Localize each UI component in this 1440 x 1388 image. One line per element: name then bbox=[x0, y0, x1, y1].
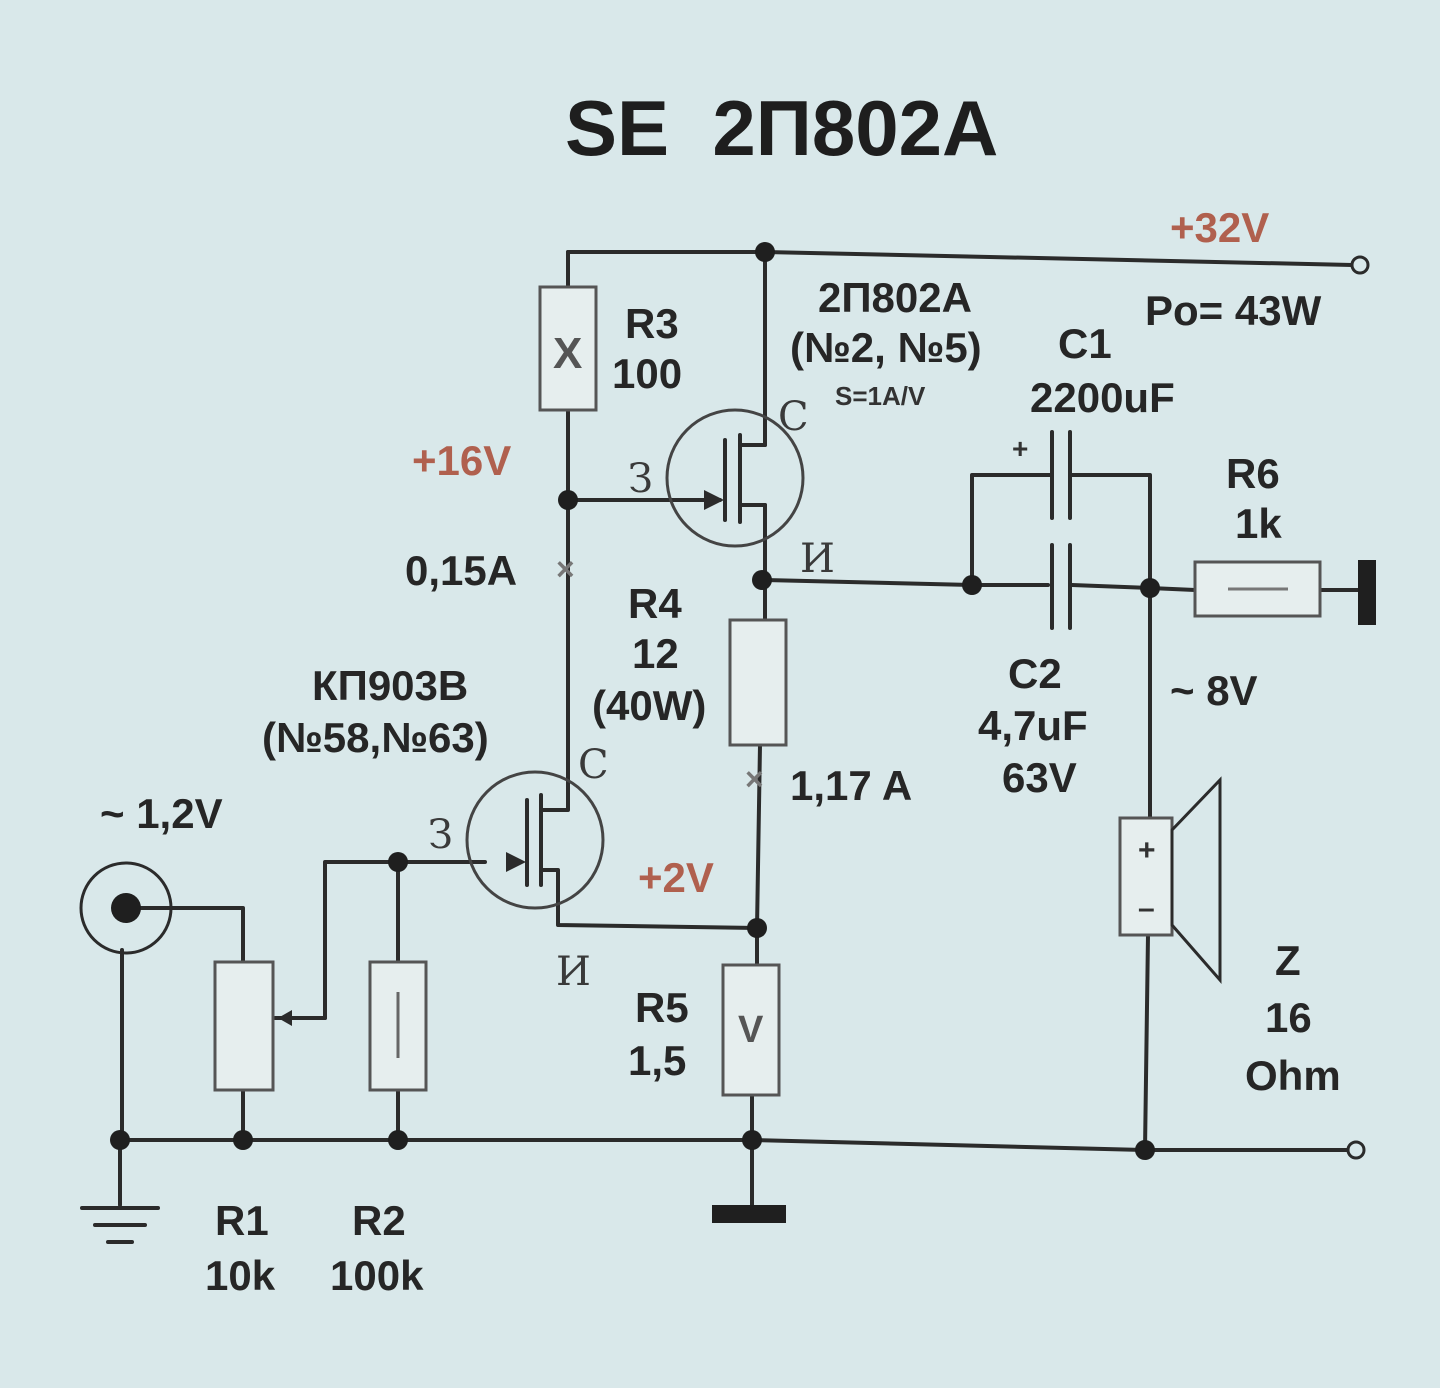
r2-name: R2 bbox=[352, 1197, 406, 1244]
c2-voltage: 63V bbox=[1002, 754, 1077, 801]
supply-voltage: +32V bbox=[1170, 204, 1269, 251]
potentiometer-r1 bbox=[213, 960, 292, 1092]
q2-slope: S=1A/V bbox=[835, 381, 926, 411]
input-jack-icon bbox=[79, 861, 173, 955]
input-voltage: ~ 1,2V bbox=[100, 790, 223, 837]
capacitor-c2 bbox=[1050, 543, 1072, 630]
c2-name: C2 bbox=[1008, 650, 1062, 697]
resistor-r6 bbox=[1193, 560, 1376, 625]
q2-type: 2П802А bbox=[818, 274, 972, 321]
speaker-name: Z bbox=[1275, 937, 1301, 984]
q2-source-label: И bbox=[800, 536, 835, 582]
r6-name: R6 bbox=[1226, 450, 1280, 497]
resistor-r3-mark: X bbox=[553, 329, 582, 378]
transistor-q1 bbox=[465, 770, 605, 910]
q1-source-label: И bbox=[556, 949, 591, 995]
r1-value: 10k bbox=[205, 1252, 276, 1299]
schematic-title: SE 2П802А bbox=[565, 84, 998, 172]
r6-value: 1k bbox=[1235, 500, 1282, 547]
current-117a-mark: × bbox=[745, 761, 764, 797]
transistor-q2 bbox=[665, 408, 805, 548]
current-015a-mark: × bbox=[556, 551, 575, 587]
c1-polarity: + bbox=[1012, 433, 1028, 464]
q1-gate-label: З bbox=[428, 812, 453, 858]
c2-value: 4,7uF bbox=[978, 702, 1088, 749]
q1-type: КП903В bbox=[312, 662, 468, 709]
output-terminal-ground bbox=[1346, 1140, 1366, 1160]
output-power: Pо= 43W bbox=[1145, 287, 1322, 334]
resistor-r4 bbox=[728, 618, 788, 747]
speaker-plus: + bbox=[1138, 834, 1156, 867]
resistor-r2 bbox=[368, 960, 428, 1092]
r1-name: R1 bbox=[215, 1197, 269, 1244]
q2-drain-label: С bbox=[778, 394, 809, 440]
q2-gate-label: З bbox=[628, 456, 653, 502]
current-015a: 0,15A bbox=[405, 547, 517, 594]
output-terminal-plus bbox=[1350, 255, 1370, 275]
r4-name: R4 bbox=[628, 580, 682, 627]
c1-value: 2200uF bbox=[1030, 374, 1175, 421]
r4-value: 12 bbox=[632, 630, 679, 677]
speaker-icon bbox=[1118, 776, 1222, 984]
speaker-minus: – bbox=[1138, 892, 1155, 925]
junction-dots bbox=[110, 242, 1160, 1160]
speaker-unit: Ohm bbox=[1245, 1052, 1341, 1099]
ground-icon bbox=[80, 1206, 160, 1244]
chassis-ground-icon bbox=[712, 1205, 786, 1223]
wires bbox=[118, 250, 1364, 1207]
r3-value: 100 bbox=[612, 350, 682, 397]
r2-value: 100k bbox=[330, 1252, 424, 1299]
q2-numbers: (№2, №5) bbox=[790, 324, 982, 371]
voltage-16v: +16V bbox=[412, 437, 511, 484]
resistor-r5-mark: V bbox=[738, 1009, 764, 1051]
q1-drain-label: С bbox=[578, 742, 609, 788]
r5-value: 1,5 bbox=[628, 1037, 686, 1084]
output-voltage: ~ 8V bbox=[1170, 667, 1258, 714]
r3-name: R3 bbox=[625, 300, 679, 347]
r5-name: R5 bbox=[635, 984, 689, 1031]
q1-numbers: (№58,№63) bbox=[262, 714, 489, 761]
r4-power: (40W) bbox=[592, 682, 706, 729]
resistor-r3: X bbox=[538, 285, 598, 412]
c1-name: C1 bbox=[1058, 320, 1112, 367]
capacitor-c1 bbox=[1050, 430, 1072, 520]
voltage-2v: +2V bbox=[638, 854, 714, 901]
resistor-r5: V bbox=[721, 963, 781, 1097]
current-117a: 1,17 A bbox=[790, 762, 912, 809]
speaker-value: 16 bbox=[1265, 994, 1312, 1041]
